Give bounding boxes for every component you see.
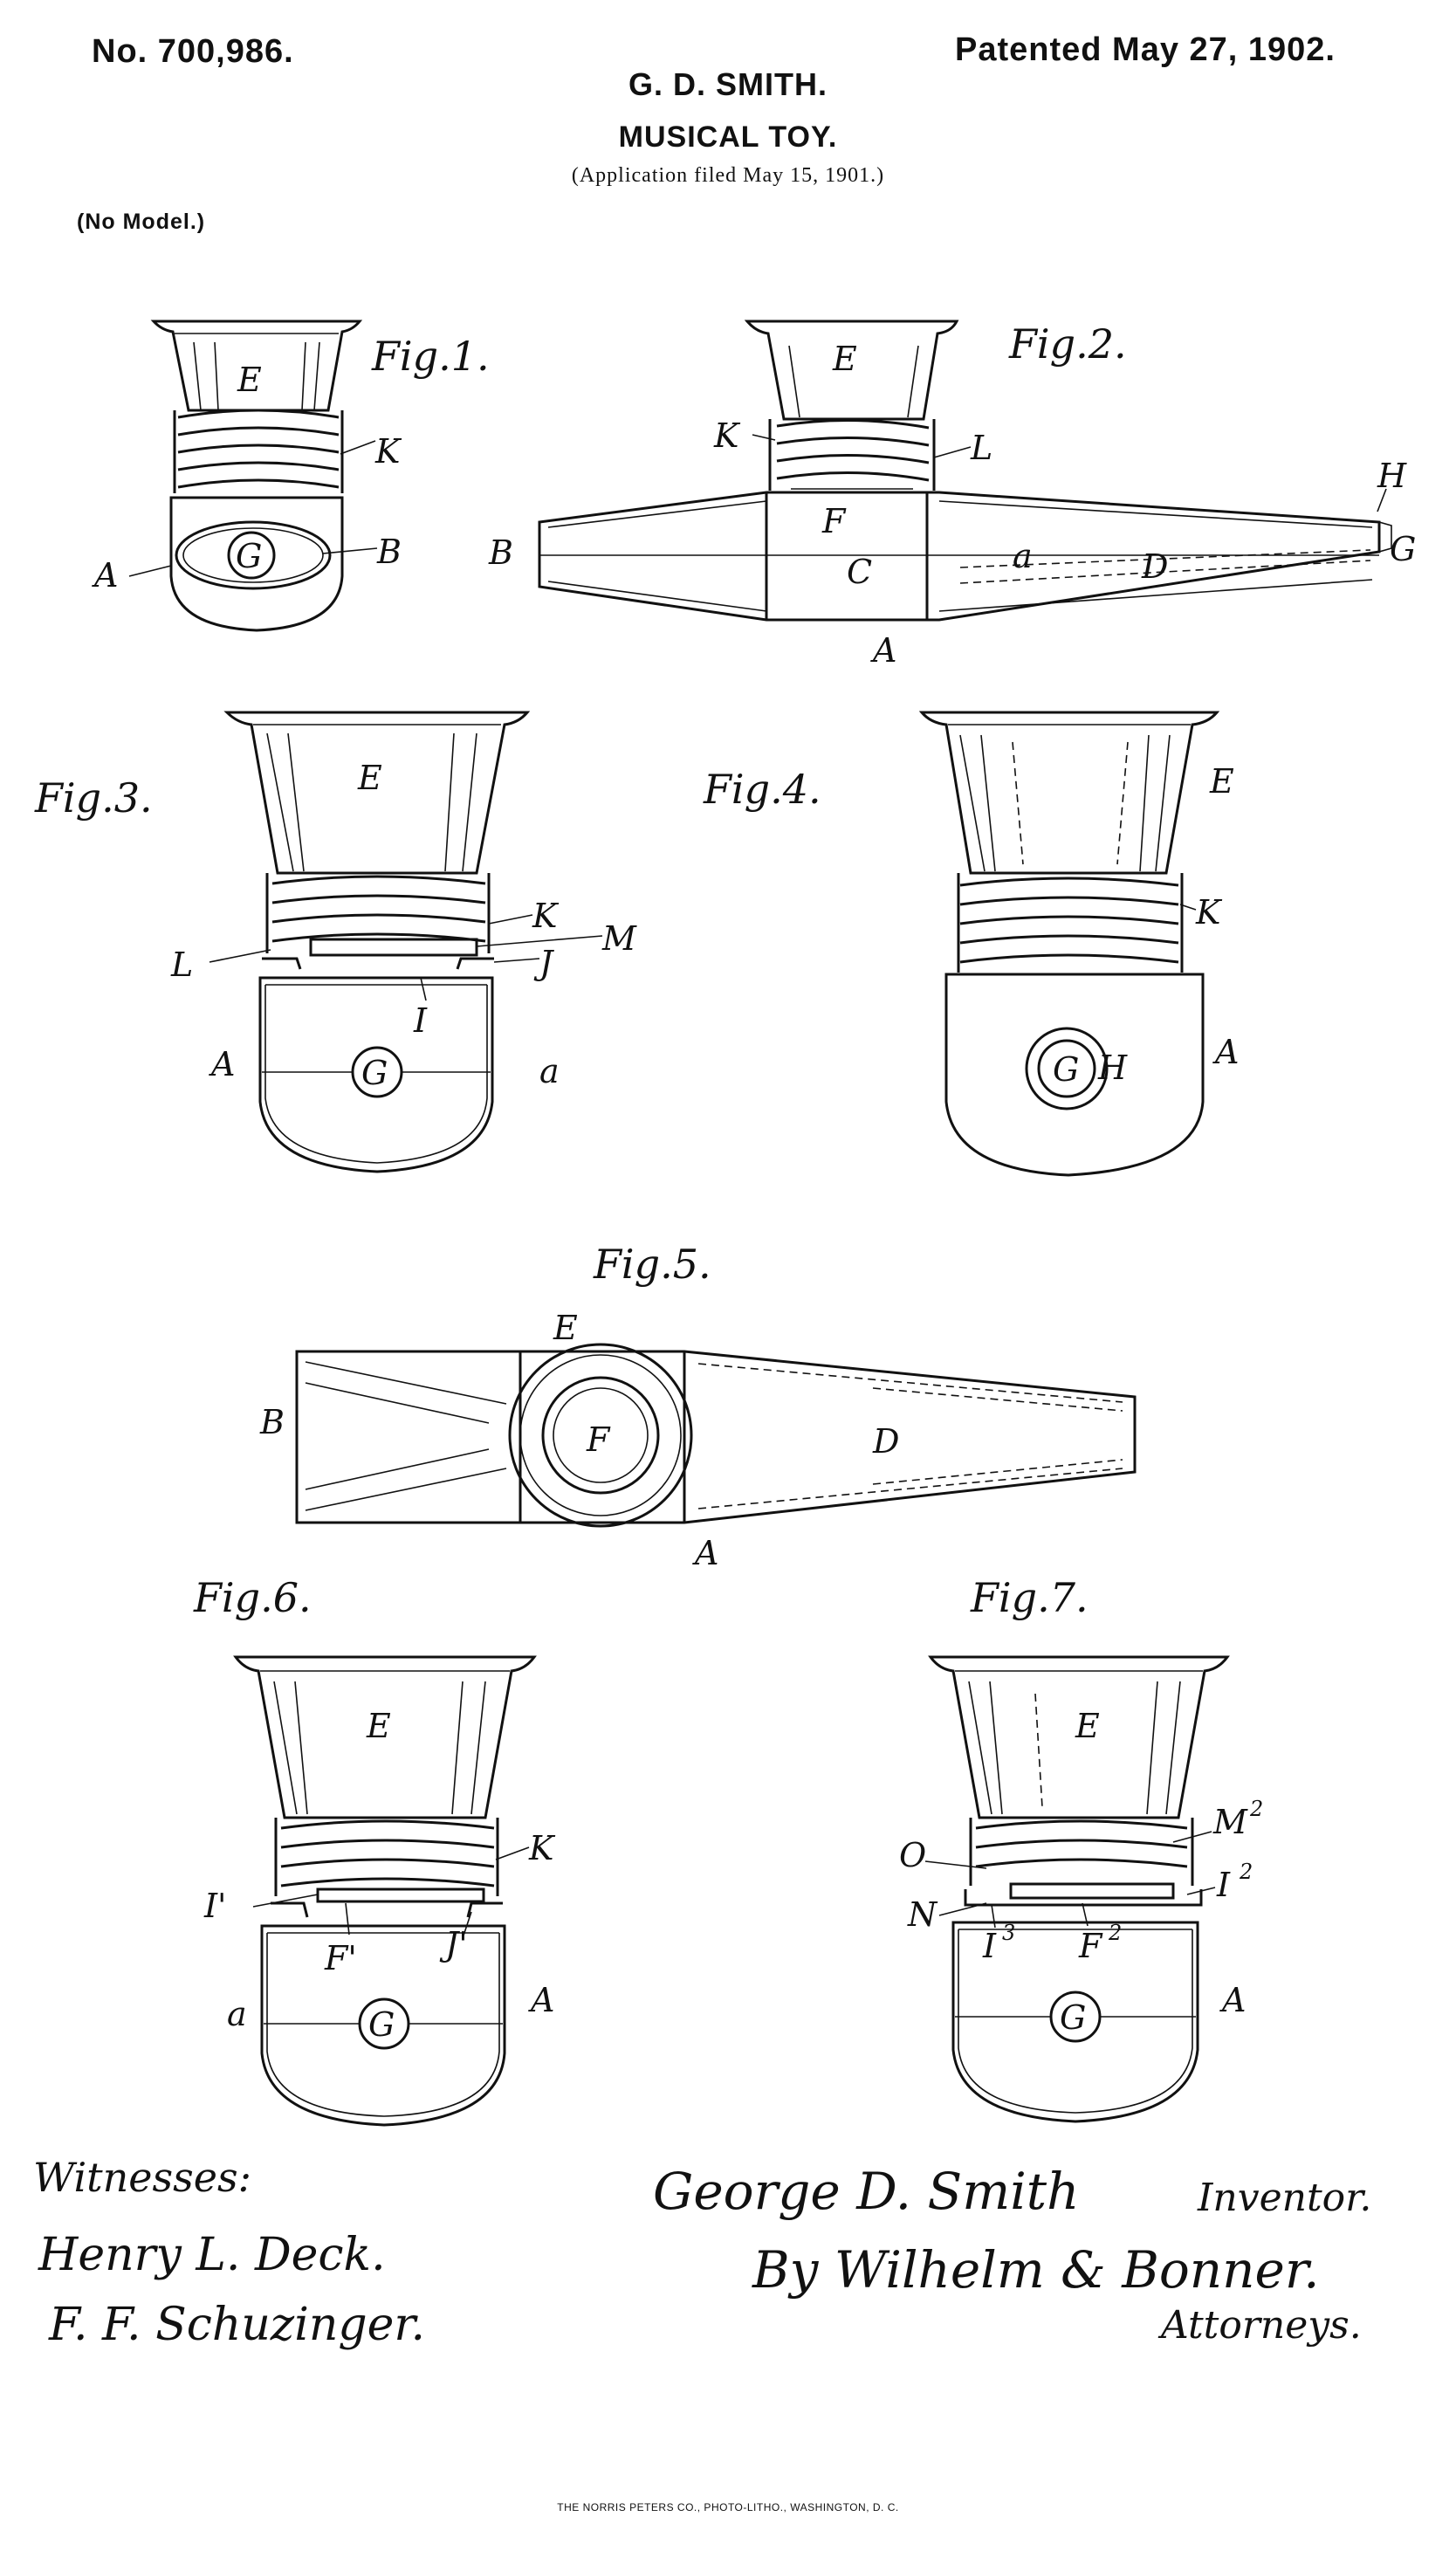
label-D: D: [872, 1422, 899, 1461]
label-F: F: [586, 1420, 611, 1459]
label-I: I: [413, 1001, 428, 1040]
label-a: a: [227, 1995, 247, 2033]
label-A: A: [1219, 1981, 1246, 2019]
label-G: G: [236, 537, 262, 575]
label-D: D: [1141, 547, 1168, 586]
label-K: K: [528, 1829, 556, 1867]
label-I3-superscript: 3: [1002, 1921, 1015, 1945]
label-G: G: [368, 2005, 395, 2044]
label-E: E: [1209, 762, 1234, 801]
figure-2: E K L F B C a D H G A Fig.2.: [488, 320, 1416, 670]
label-J1: J': [439, 1925, 468, 1963]
patent-title: MUSICAL TOY.: [618, 120, 838, 154]
figure-6: G E K I' F' J' a A Fig.6.: [193, 1574, 556, 2127]
figure-3: G E K M J L I A a Fig.3.: [34, 711, 637, 1173]
patent-date: Patented May 27, 1902.: [955, 31, 1336, 68]
label-O: O: [899, 1836, 926, 1874]
figure-6-label: Fig.6.: [193, 1574, 312, 1621]
label-K: K: [713, 416, 741, 455]
model-note: (No Model.): [77, 210, 206, 234]
figure-7: G E M 2 I 2 O N I 3 F 2 A Fig.7.: [899, 1574, 1263, 2123]
figure-1: G E K B A Fig.1.: [92, 320, 490, 632]
label-A: A: [1212, 1033, 1239, 1071]
label-K: K: [532, 897, 560, 935]
printer-credit: THE NORRIS PETERS CO., PHOTO-LITHO., WAS…: [557, 2501, 899, 2513]
figure-2-label: Fig.2.: [1008, 320, 1127, 368]
witness-1-signature: Henry L. Deck.: [38, 2229, 386, 2281]
label-G: G: [1053, 1050, 1079, 1089]
label-F2: F: [1078, 1927, 1103, 1965]
label-B: B: [488, 533, 513, 572]
inventor-name: G. D. SMITH.: [628, 66, 828, 102]
label-K: K: [374, 432, 402, 471]
label-J: J: [533, 944, 554, 982]
label-I1: I': [203, 1887, 226, 1925]
figure-1-label: Fig.1.: [371, 333, 490, 380]
label-L: L: [170, 945, 193, 984]
figure-7-label: Fig.7.: [970, 1574, 1089, 1621]
label-B: B: [376, 533, 402, 571]
application-date: (Application filed May 15, 1901.): [571, 164, 885, 187]
figure-5: F E B D A Fig.5.: [259, 1241, 1137, 1572]
figure-4-label: Fig.4.: [703, 766, 821, 813]
label-a: a: [539, 1052, 560, 1090]
label-E: E: [366, 1707, 391, 1745]
figure-3-label: Fig.3.: [34, 774, 153, 822]
label-I3: I: [982, 1927, 997, 1965]
label-K: K: [1195, 893, 1223, 932]
label-L: L: [970, 429, 992, 467]
label-B: B: [259, 1403, 285, 1441]
label-C: C: [847, 553, 872, 591]
label-E: E: [832, 340, 857, 378]
label-A: A: [528, 1981, 554, 2019]
label-E: E: [357, 759, 382, 797]
label-M: M: [1212, 1803, 1248, 1841]
figure-4: G H E K A Fig.4.: [703, 711, 1239, 1177]
label-E: E: [1075, 1707, 1100, 1745]
inventor-role: Inventor.: [1197, 2176, 1371, 2220]
label-A: A: [209, 1045, 235, 1083]
label-I2: I: [1216, 1866, 1231, 1904]
label-G: G: [1390, 530, 1416, 568]
label-G: G: [361, 1054, 388, 1092]
label-H: H: [1097, 1049, 1128, 1087]
label-N: N: [907, 1895, 938, 1934]
witnesses-heading: Witnesses:: [33, 2154, 251, 2201]
label-A: A: [870, 631, 896, 670]
patent-number: No. 700,986.: [92, 33, 294, 70]
label-G: G: [1060, 1998, 1086, 2037]
signature-block: Witnesses: Henry L. Deck. F. F. Schuzing…: [33, 2154, 1371, 2351]
label-M-superscript: 2: [1249, 1797, 1263, 1821]
witness-2-signature: F. F. Schuzinger.: [48, 2299, 425, 2351]
label-E: E: [553, 1309, 578, 1347]
inventor-signature: George D. Smith: [653, 2162, 1079, 2221]
label-F: F: [821, 502, 847, 540]
label-I2-superscript: 2: [1239, 1860, 1253, 1884]
label-M: M: [601, 919, 637, 958]
attorney-role: Attorneys.: [1157, 2303, 1362, 2348]
label-a: a: [1013, 537, 1033, 575]
label-A: A: [92, 556, 118, 595]
attorney-signature: By Wilhelm & Bonner.: [752, 2240, 1320, 2300]
label-H: H: [1377, 457, 1407, 495]
label-F1: F': [324, 1939, 357, 1977]
label-E: E: [237, 361, 262, 399]
label-A: A: [692, 1534, 718, 1572]
label-F2-superscript: 2: [1108, 1921, 1122, 1945]
figure-5-label: Fig.5.: [593, 1241, 711, 1288]
